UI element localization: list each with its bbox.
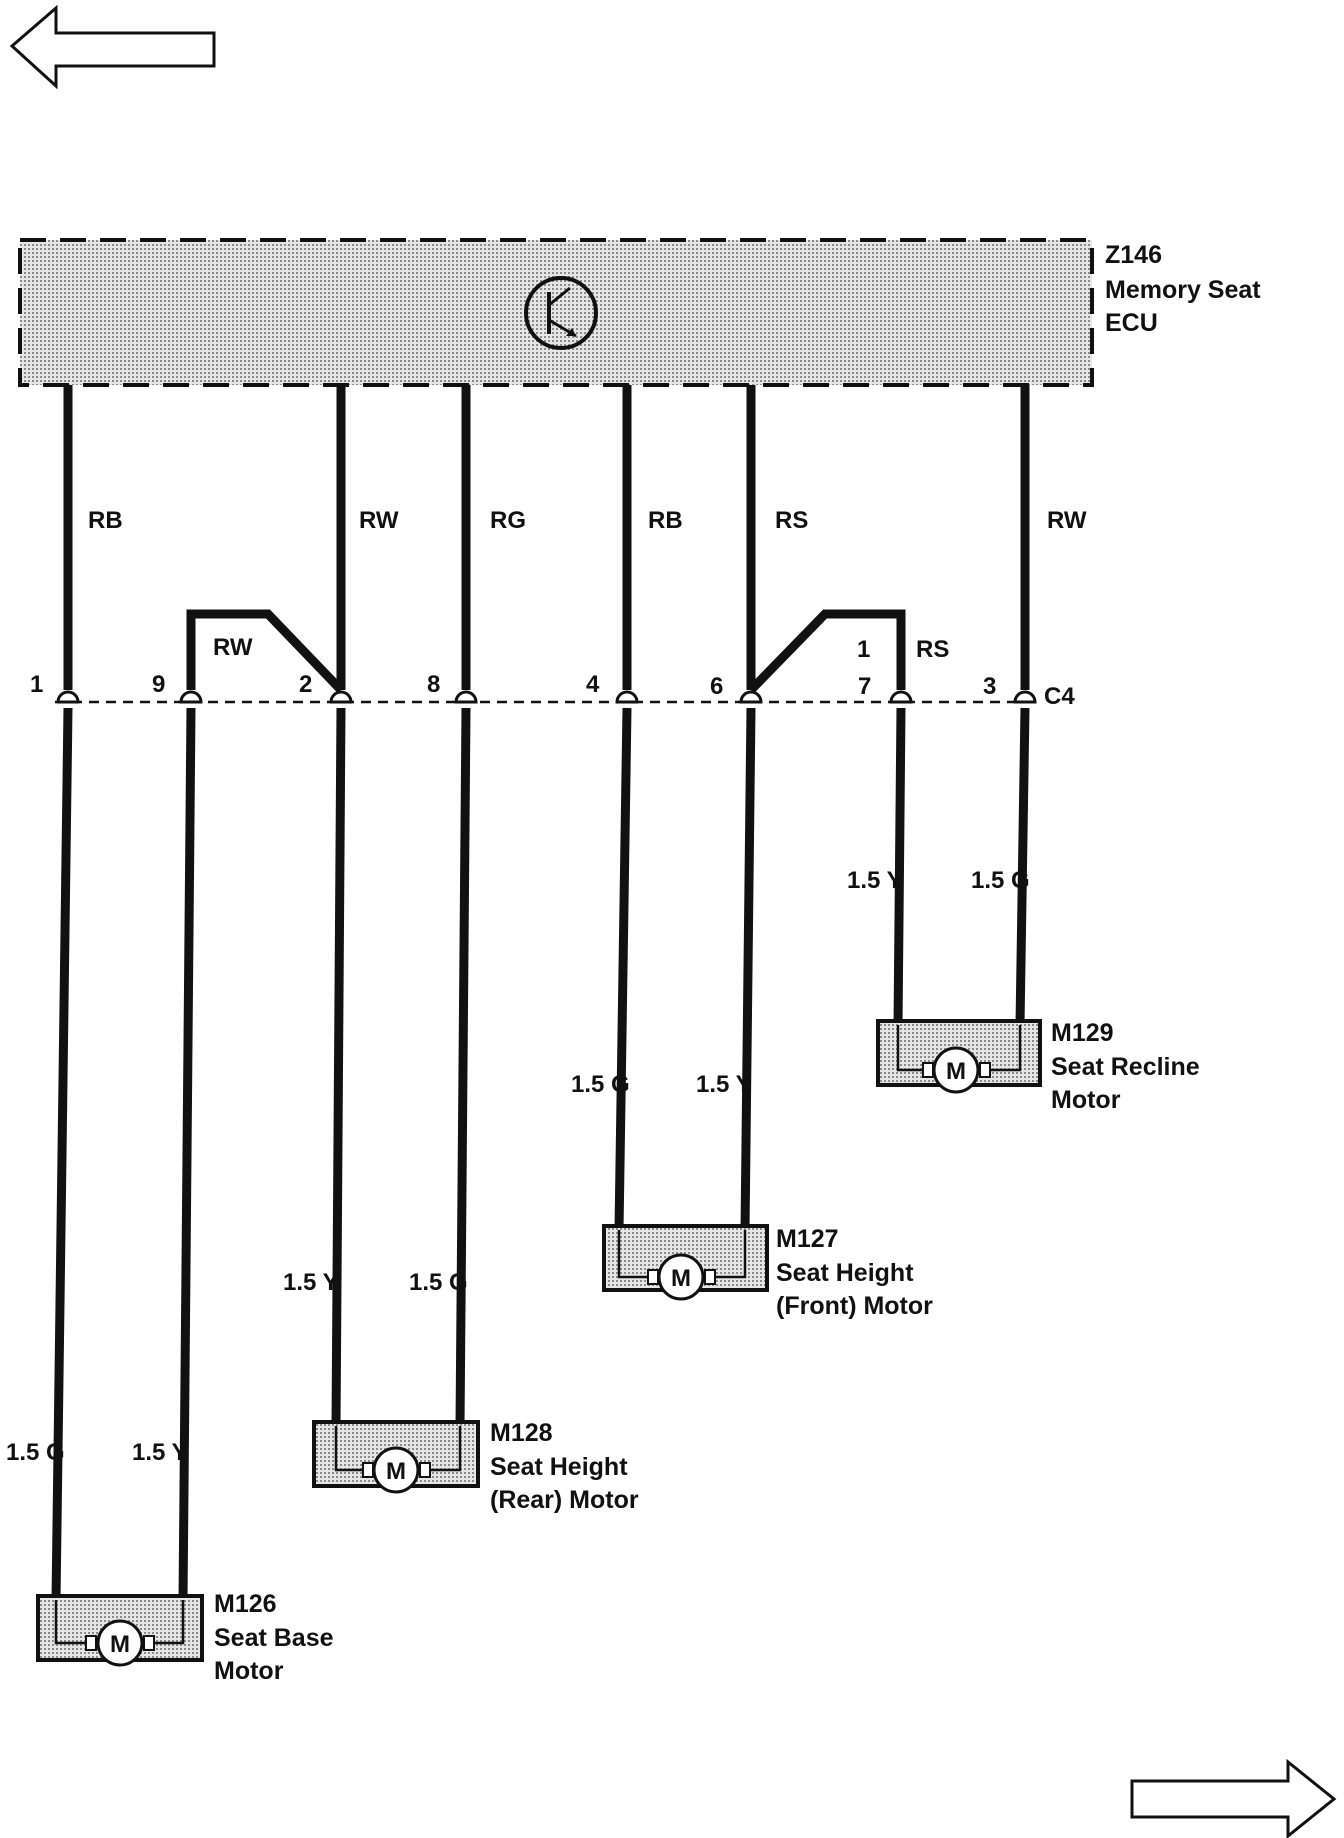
ecu-id: Z146 — [1105, 241, 1162, 269]
connector-c4 — [55, 690, 1037, 704]
jumper-right-color: RS — [916, 636, 949, 663]
pin-2: 2 — [299, 671, 312, 698]
motor-name-m128-line1: Seat Height — [490, 1453, 628, 1481]
motor-symbol-m129: M — [946, 1058, 966, 1085]
wire-label-m129-y: 1.5 Y — [847, 867, 903, 894]
pin-3: 3 — [983, 673, 996, 700]
wire-color-rg-8: RG — [490, 507, 526, 534]
pin-6: 6 — [710, 673, 723, 700]
wire-label-m126-y: 1.5 Y — [132, 1439, 188, 1466]
motor-name-m128-line2: (Rear) Motor — [490, 1486, 639, 1514]
right-arrow-icon[interactable] — [1130, 1758, 1337, 1838]
ecu-wires — [63, 385, 1030, 694]
wire-label-m126-g: 1.5 G — [6, 1439, 65, 1466]
motor-m129: M — [876, 1019, 1042, 1094]
motor-m126: M — [36, 1594, 204, 1667]
motor-name-m129-line1: Seat Recline — [1051, 1053, 1200, 1081]
wire-label-m127-y: 1.5 Y — [696, 1071, 752, 1098]
pin-4: 4 — [586, 671, 600, 698]
pin-1: 1 — [30, 671, 43, 698]
motor-id-m127: M127 — [776, 1225, 839, 1253]
pin-8: 8 — [427, 671, 440, 698]
wire-color-rw-2: RW — [359, 507, 399, 534]
motor-name-m126-line2: Motor — [214, 1657, 284, 1685]
ecu-name-line1: Memory Seat — [1105, 276, 1261, 304]
motor-symbol-m126: M — [110, 1631, 130, 1658]
pin-7: 7 — [858, 673, 871, 700]
connector-id: C4 — [1044, 683, 1075, 710]
motor-id-m128: M128 — [490, 1419, 553, 1447]
motor-name-m127-line2: (Front) Motor — [776, 1292, 933, 1320]
motor-wires — [51, 707, 1030, 1601]
ecu-name-line2: ECU — [1105, 309, 1158, 337]
jumper-right-pin: 1 — [857, 636, 870, 663]
wire-label-m128-y: 1.5 Y — [283, 1269, 339, 1296]
left-arrow-icon[interactable] — [9, 4, 216, 90]
motor-symbol-m127: M — [671, 1265, 691, 1292]
ecu-box — [18, 238, 1094, 387]
motor-id-m126: M126 — [214, 1590, 277, 1618]
wire-color-rw-3: RW — [1047, 507, 1087, 534]
wire-label-m128-g: 1.5 G — [409, 1269, 468, 1296]
wire-color-rb-4: RB — [648, 507, 683, 534]
wire-label-m127-g: 1.5 G — [571, 1071, 630, 1098]
motor-symbol-m128: M — [386, 1458, 406, 1485]
wire-color-rs-6: RS — [775, 507, 808, 534]
motor-m127: M — [602, 1224, 769, 1301]
motor-id-m129: M129 — [1051, 1019, 1114, 1047]
motor-name-m126-line1: Seat Base — [214, 1624, 334, 1652]
jumper-left-color: RW — [213, 634, 253, 661]
motor-name-m127-line1: Seat Height — [776, 1259, 914, 1287]
wire-color-rb-1: RB — [88, 507, 123, 534]
wire-label-m129-g: 1.5 G — [971, 867, 1030, 894]
motor-m128: M — [312, 1420, 480, 1494]
pin-9: 9 — [152, 671, 165, 698]
motor-name-m129-line2: Motor — [1051, 1086, 1121, 1114]
transistor-icon — [524, 276, 598, 350]
